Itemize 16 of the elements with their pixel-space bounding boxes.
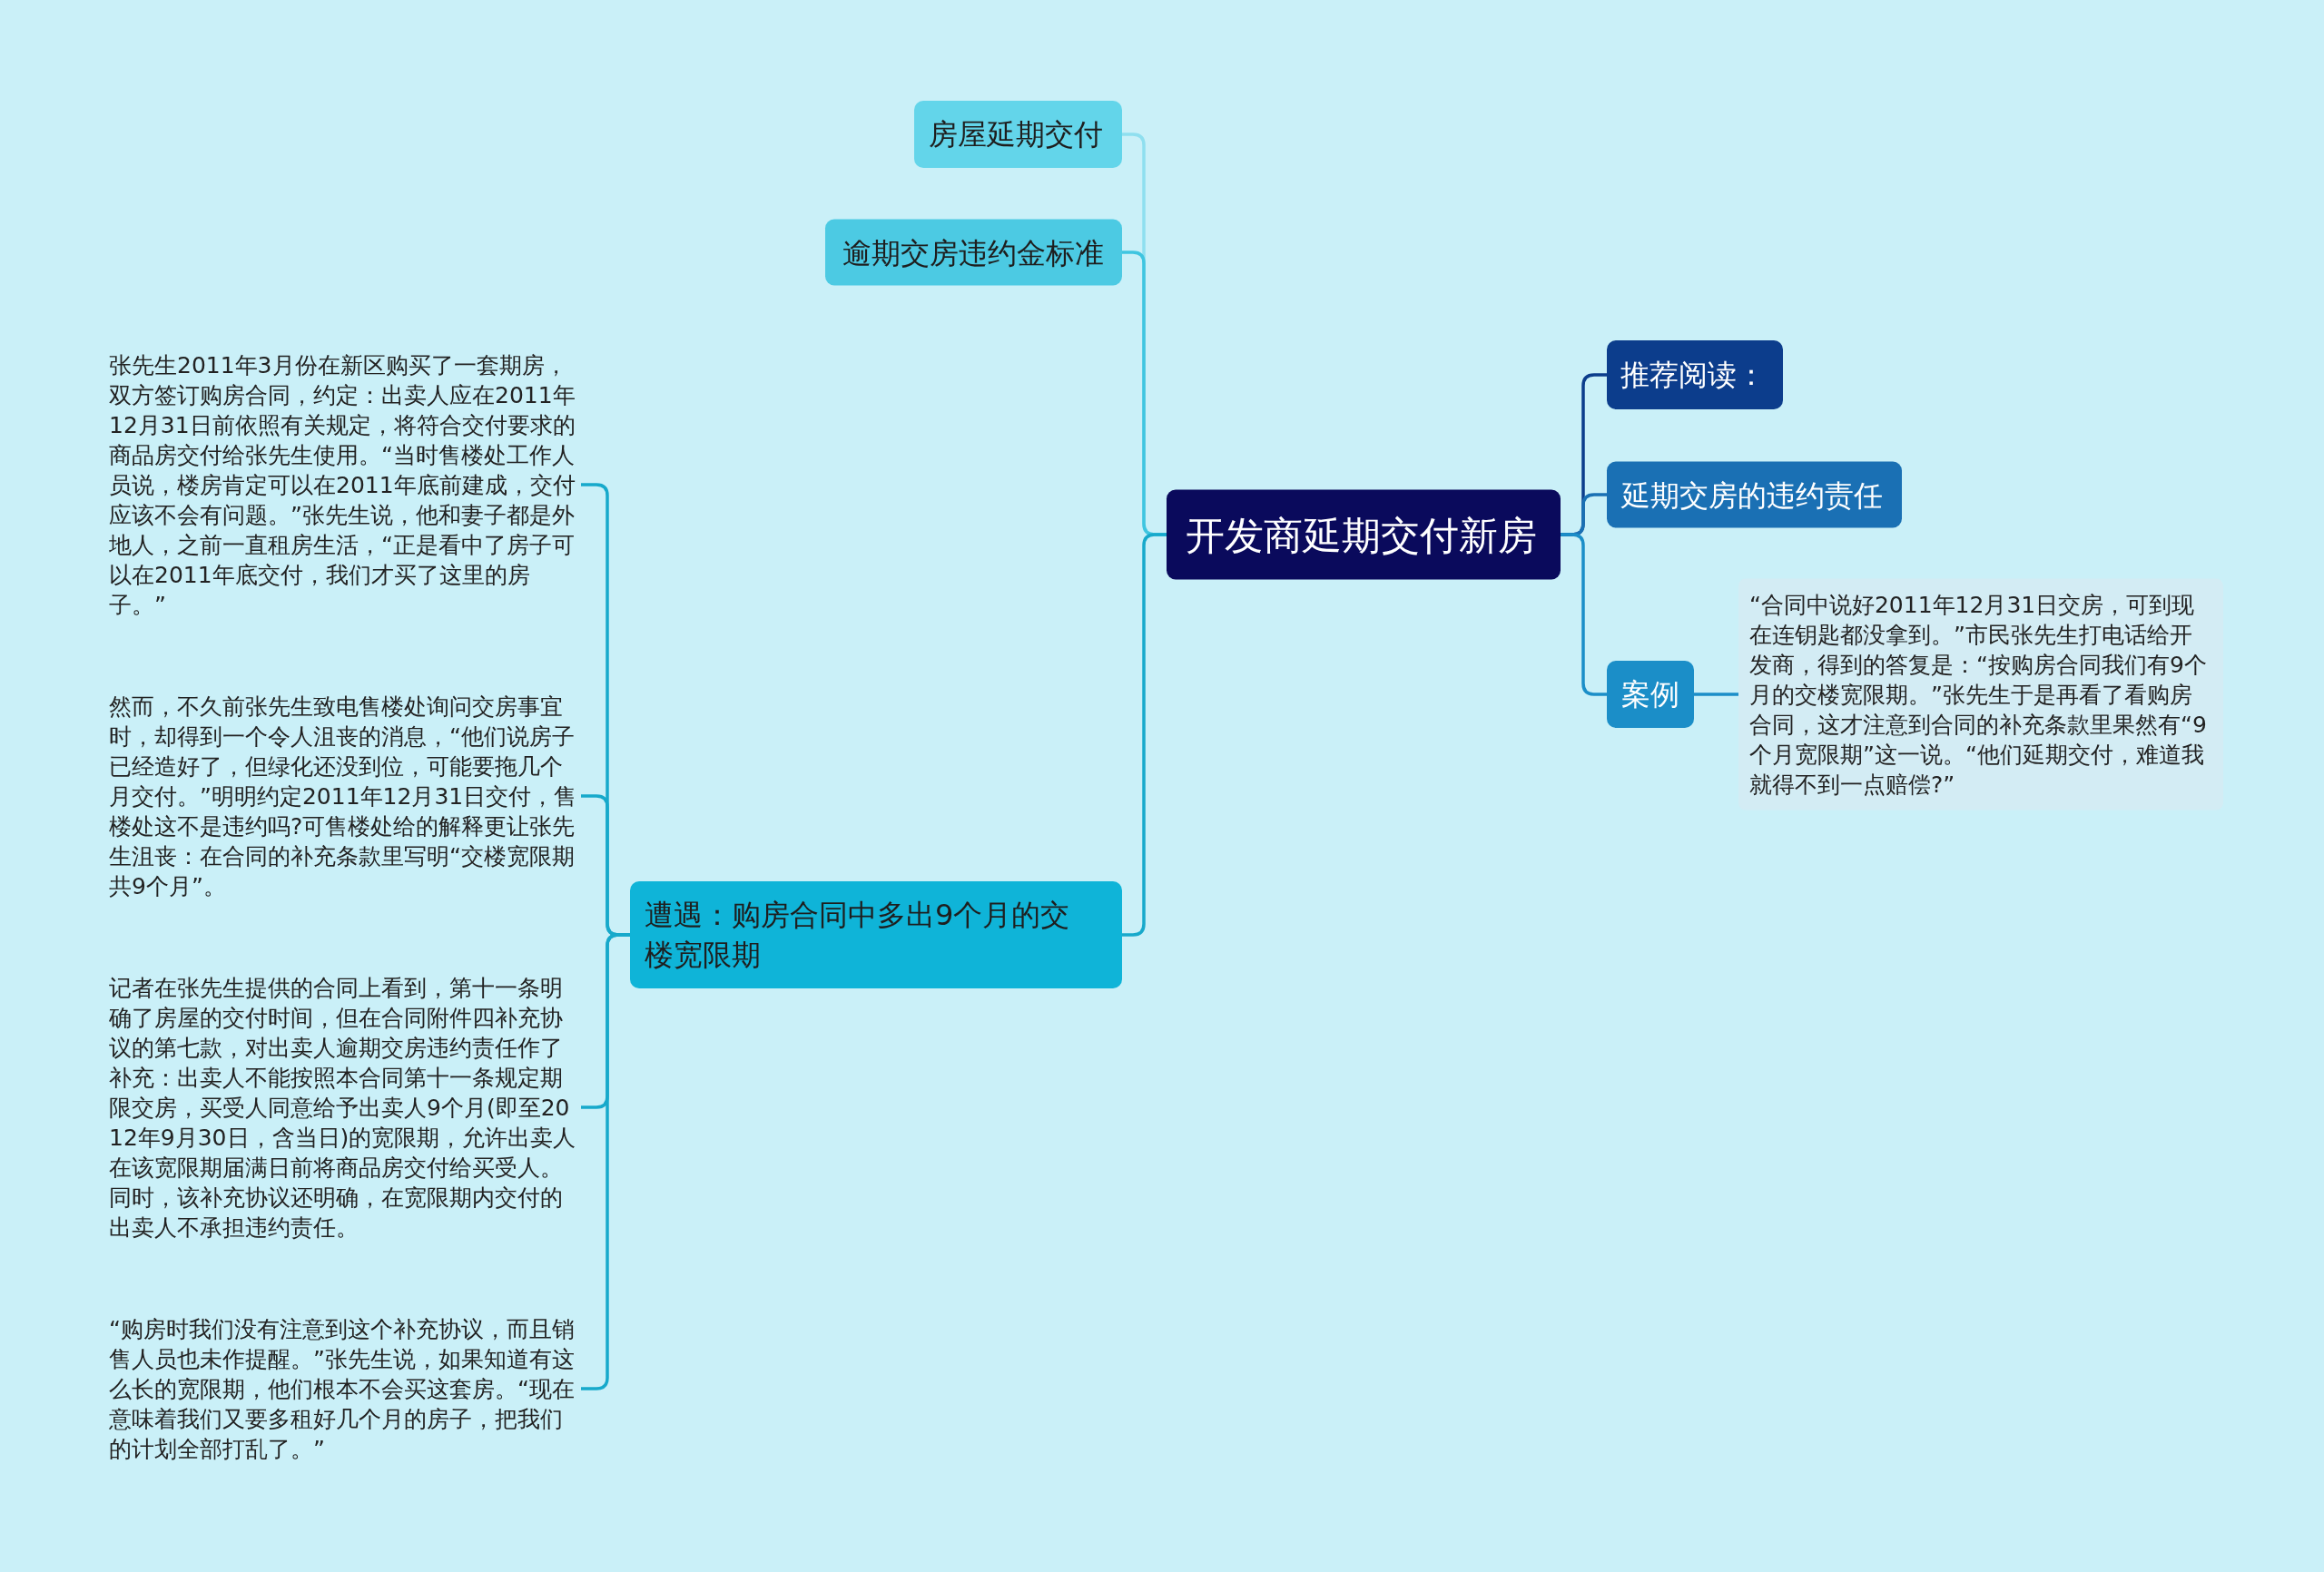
topic-box: 延期交房的违约责任 [1607,461,1902,528]
topic-box: 案例 [1607,661,1694,728]
paragraph-text: 张先生2011年3月份在新区购买了一套期房，双方签订购房合同，约定：出卖人应在2011年12月31日前依照有关规定，将符合交付要求的商品房交付给张先生使用。“当时售楼处工作人员说，楼房肯定可以在2011年底前建成，交付应该不会有问题。”张先生说，他和妻子都是外地人，之前一直租房生活，“正是看中了房子可以在2011年底交付，我们才买了这里的房子。” [109,349,581,620]
connector [581,933,630,1390]
connector [1122,533,1167,937]
paragraph-text: 然而，不久前张先生致电售楼处询问交房事宜时，却得到一个令人沮丧的消息，“他们说房子已经造好了，但绿化还没到位，可能要拖几个月交付。”明明约定2011年12月31日交付，售楼处这不是违约吗?可售楼处给的解释更让张先生沮丧：在合同的补充条款里写明“交楼宽限期共9个月”。 [109,691,581,901]
topic-box: 房屋延期交付 [914,101,1122,168]
topic-box: 逾期交房违约金标准 [825,219,1122,286]
paragraph-text: “购房时我们没有注意到这个补充协议，而且销售人员也未作提醒。”张先生说，如果知道有这么长的宽限期，他们根本不会买这套房。“现在意味着我们又要多租好几个月的房子，把我们的计划全部打乱了。” [109,1313,581,1464]
note-box: “合同中说好2011年12月31日交房，可到现在连钥匙都没拿到。”市民张先生打电话给开发商，得到的答复是：“按购房合同我们有9个月的交楼宽限期。”张先生于是再看了看购房合同，这才注意到合同的补充条款里果然有“9个月宽限期”这一说。“他们延期交付，难道我就得不到一点赔偿?” [1738,578,2223,811]
connector [1561,533,1607,696]
topic-box: 推荐阅读： [1607,340,1783,409]
central-topic: 开发商延期交付新房 [1167,489,1561,580]
topic-box: 遭遇：购房合同中多出9个月的交楼宽限期 [630,881,1122,988]
connector [1694,693,1738,696]
paragraph-text: 记者在张先生提供的合同上看到，第十一条明确了房屋的交付时间，但在合同附件四补充协议的第七款，对出卖人逾期交房违约责任作了补充：出卖人不能按照本合同第十一条规定期限交房，买受人同意给予出卖人9个月(即至2012年9月30日，含当日)的宽限期，允许出卖人在该宽限期届满日前将商品房交付给买受人。同时，该补充协议还明确，在宽限期内交付的出卖人不承担违约责任。 [109,972,581,1243]
